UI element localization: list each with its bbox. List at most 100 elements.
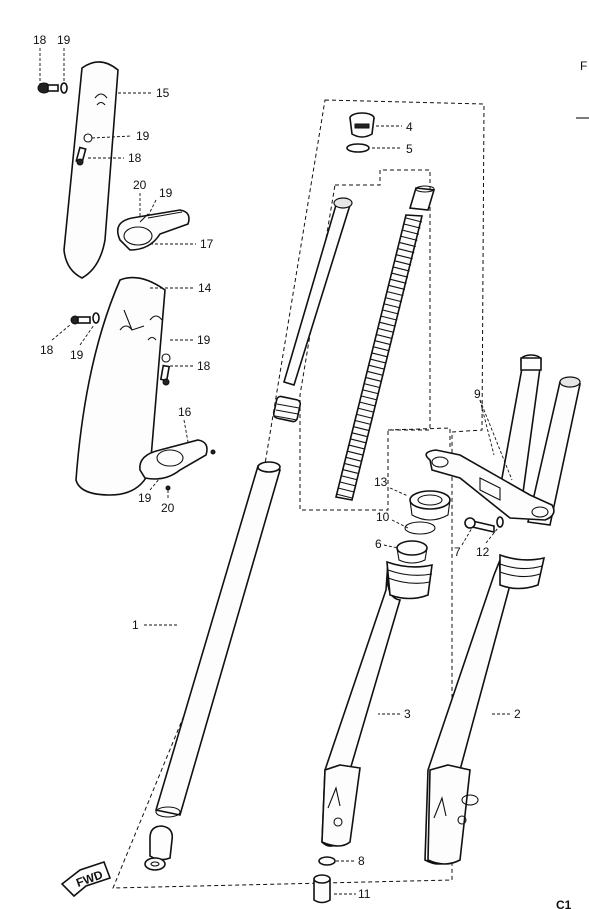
callout-6: 6 — [375, 537, 382, 551]
spring-coil — [390, 278, 407, 284]
callout-5: 5 — [406, 142, 413, 156]
fork-cover-upper — [63, 61, 119, 279]
spring-coil — [398, 248, 415, 254]
callout-7: 7 — [454, 545, 461, 559]
spring-coil — [348, 444, 365, 450]
screw-and-washer-top — [37, 82, 68, 94]
forward-direction-arrow: FWD — [60, 860, 112, 898]
spring-coil — [373, 346, 390, 352]
spring-coil — [351, 432, 368, 438]
damper-rod — [283, 197, 353, 386]
spring-coil — [387, 291, 404, 297]
inner-tube — [154, 461, 282, 818]
callout-19-lower: 19 — [138, 491, 152, 505]
spring-coil — [343, 462, 360, 468]
edge-mark-bottom-right: C1 — [556, 898, 572, 909]
screw-right-lower-cover — [159, 353, 171, 386]
spring-coil — [363, 383, 381, 389]
pinch-bolt-washer — [496, 516, 504, 528]
callout-11: 11 — [358, 887, 371, 901]
spring-coil — [352, 425, 370, 432]
callout-19-right: 19 — [197, 333, 211, 347]
spring-coil — [342, 468, 359, 475]
spring-coil — [404, 223, 421, 229]
right-fork-tube — [527, 376, 581, 526]
outer-tube-right — [424, 553, 546, 865]
spring-coil — [365, 376, 382, 383]
callout-18-right: 18 — [197, 359, 211, 373]
spring-coil — [370, 358, 387, 364]
spring-coil — [391, 272, 409, 278]
drain-bolt — [313, 874, 331, 904]
callout-14: 14 — [198, 281, 212, 295]
callout-20-lower: 20 — [161, 501, 175, 515]
spring-coil — [376, 333, 393, 340]
outer-tube-left — [321, 560, 433, 847]
spring-coil — [396, 254, 413, 260]
fork-clamp-upper — [116, 209, 190, 251]
dust-seal — [396, 540, 428, 564]
callout-4: 4 — [406, 120, 413, 134]
cap-bolt — [349, 112, 375, 138]
callout-18-top: 18 — [33, 33, 47, 47]
callout-12: 12 — [476, 545, 490, 559]
spring-coil — [374, 340, 392, 346]
spring-coil — [357, 407, 374, 413]
callout-1: 1 — [132, 618, 139, 632]
screw-left-lower-cover — [70, 312, 100, 325]
callout-19-top: 19 — [57, 33, 71, 47]
spring-coil — [335, 493, 353, 499]
callout-17: 17 — [200, 237, 214, 251]
callout-13: 13 — [374, 475, 388, 489]
spring-coil — [337, 487, 354, 493]
spring-spacer — [408, 185, 436, 211]
spring-coil — [340, 475, 357, 481]
spring-coil — [399, 241, 416, 248]
callout-9: 9 — [474, 387, 481, 401]
rebound-spring — [272, 395, 302, 423]
spring-coil — [359, 401, 376, 407]
callouts: 15 4 5 19 18 18 19 20 19 17 14 18 19 19 … — [33, 33, 521, 901]
steering-stem — [497, 354, 542, 501]
callout-18-upper: 18 — [128, 151, 142, 165]
fork-spring — [335, 214, 424, 501]
retaining-clip — [404, 521, 436, 535]
oil-seal — [409, 490, 451, 521]
assembly-boundary-clamp — [387, 427, 451, 450]
spring-coil — [385, 297, 402, 303]
spring-coil — [356, 413, 373, 419]
callout-19-clamp-upper: 19 — [159, 186, 173, 200]
fork-clamp-lower — [139, 439, 216, 491]
leader-lines — [39, 48, 513, 895]
spring-coil — [368, 364, 385, 370]
edge-mark-top-right: F — [580, 59, 587, 73]
spring-coil — [379, 321, 396, 327]
callout-10: 10 — [376, 510, 390, 524]
assembly-boundary-main — [112, 99, 485, 889]
oil-lock-piece — [149, 825, 174, 861]
o-ring — [346, 143, 370, 153]
callout-16: 16 — [178, 405, 192, 419]
screw-cover-upper — [75, 146, 87, 166]
callout-15: 15 — [156, 86, 170, 100]
drain-washer — [318, 856, 336, 866]
callout-8: 8 — [358, 854, 365, 868]
lower-bracket — [425, 449, 555, 521]
spring-coil — [349, 438, 367, 444]
spring-coil — [345, 456, 362, 462]
spring-coil — [405, 217, 423, 223]
spring-coil — [394, 260, 412, 266]
spring-coil — [384, 303, 401, 309]
spring-coil — [371, 352, 388, 358]
fork-cover-lower — [75, 276, 166, 496]
spring-coil — [402, 229, 420, 235]
callout-2: 2 — [514, 707, 521, 721]
spring-coil — [360, 395, 378, 401]
pinch-bolt — [464, 517, 495, 534]
callout-3: 3 — [404, 707, 411, 721]
spring-coil — [380, 315, 398, 321]
spring-coil — [382, 309, 399, 315]
callout-19-left: 19 — [70, 348, 84, 362]
spring-coil — [377, 327, 395, 333]
